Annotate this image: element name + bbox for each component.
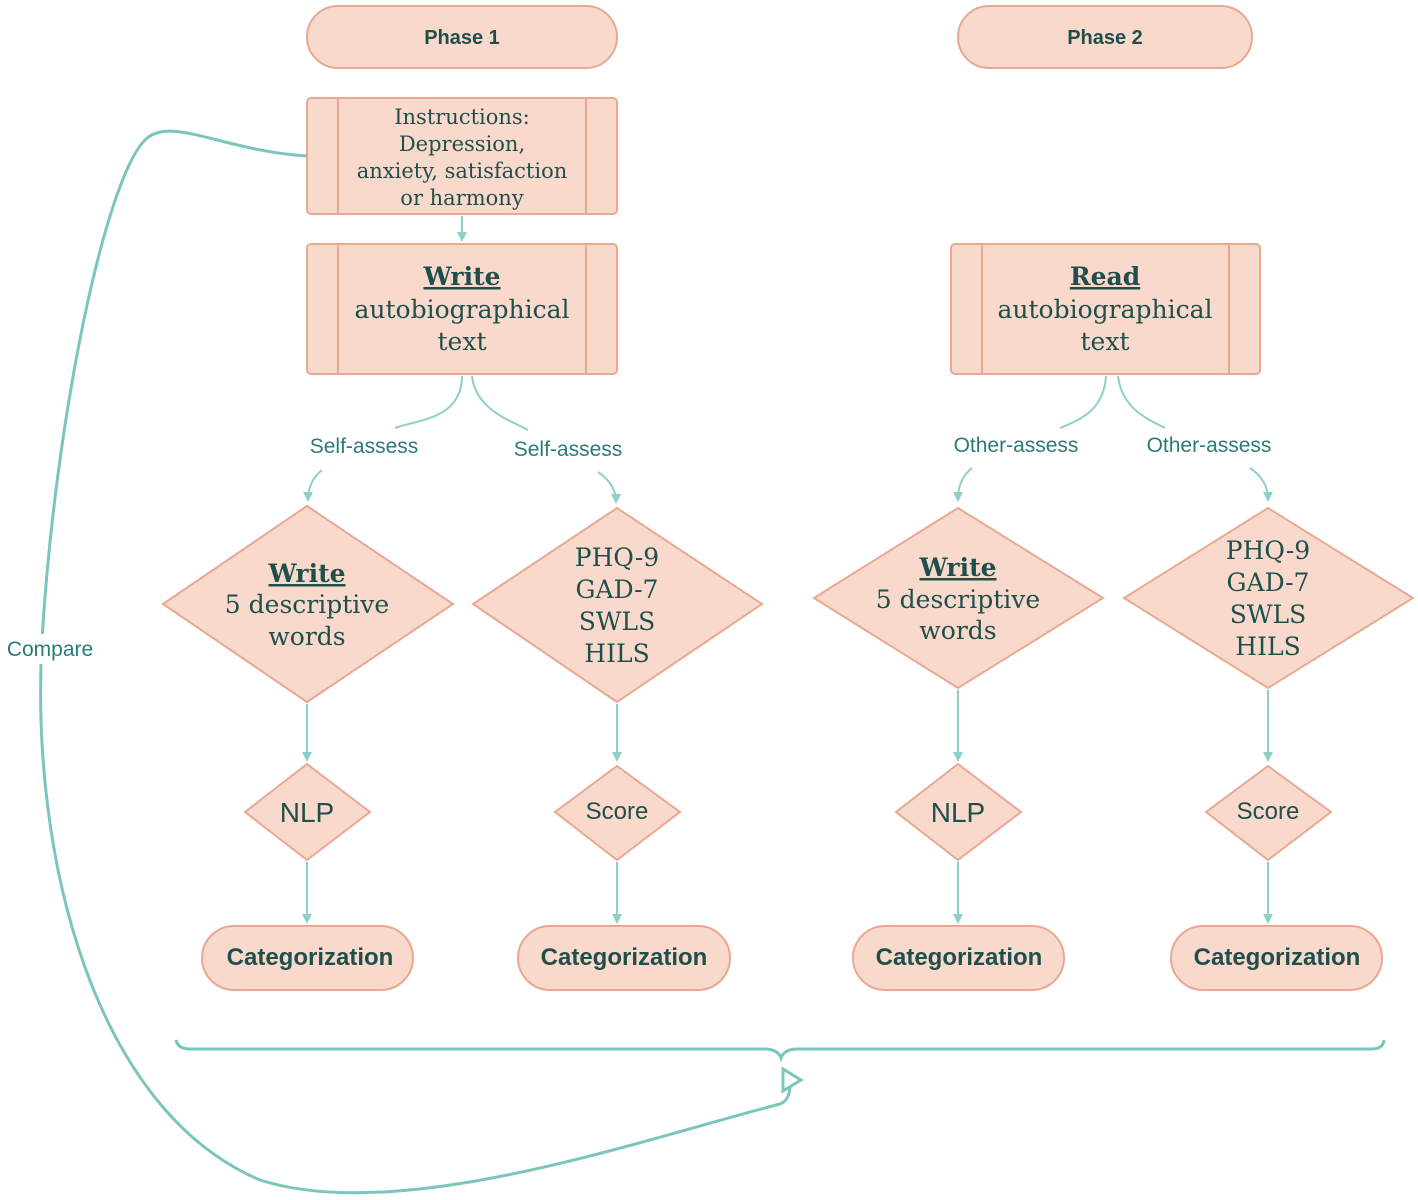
scale-phq9: PHQ-9 <box>575 543 659 572</box>
edge-label-self-assess-1: Self-assess <box>310 435 419 458</box>
connector-write-self-right-top <box>471 375 529 431</box>
instructions-line-2: Depression, <box>399 132 525 156</box>
connector-read-other-right-top <box>1117 375 1166 429</box>
words-decision-line-2: words <box>268 622 345 651</box>
nlp-label: NLP <box>280 797 334 828</box>
connector-write-self-left-top <box>394 375 463 429</box>
phase-1-label: Phase 1 <box>424 27 500 49</box>
words-decision-line-1: 5 descriptive <box>225 590 389 619</box>
write-text-line-2: text <box>438 327 487 356</box>
instructions-line-3: anxiety, satisfaction <box>357 159 568 183</box>
nlp-label: NLP <box>931 797 985 828</box>
scale-gad7: GAD-7 <box>576 575 659 604</box>
connector-read-other-left-bottom <box>953 467 973 502</box>
categorization-1: Categorization <box>201 925 414 991</box>
categorization-3: Categorization <box>852 925 1065 991</box>
edge-label-self-assess-2: Self-assess <box>514 438 623 461</box>
words-decision-phase-1: Write 5 descriptive words <box>161 504 455 704</box>
instructions-box: Instructions: Depression, anxiety, satis… <box>306 97 618 215</box>
words-decision-title: Write <box>267 559 345 588</box>
read-text-title: Read <box>1070 262 1140 291</box>
score-decision-phase-2: Score <box>1204 764 1333 862</box>
scale-swls: SWLS <box>579 607 656 636</box>
categorization-label: Categorization <box>876 944 1043 971</box>
read-text-line-1: autobiographical <box>997 295 1212 324</box>
nlp-decision-phase-2: NLP <box>894 762 1023 862</box>
phase-1-header: Phase 1 <box>306 5 618 69</box>
edge-label-compare: Compare <box>7 638 93 661</box>
words-decision-line-1: 5 descriptive <box>876 585 1040 614</box>
instructions-line-1: Instructions: <box>394 105 530 129</box>
write-text-line-1: autobiographical <box>354 295 569 324</box>
compare-arrowhead <box>781 1066 804 1094</box>
compare-label-background <box>0 634 98 664</box>
write-text-title: Write <box>422 262 500 291</box>
scale-hils: HILS <box>584 639 649 668</box>
score-label: Score <box>1237 798 1300 825</box>
score-decision-phase-1: Score <box>553 764 682 862</box>
scale-gad7: GAD-7 <box>1227 568 1310 597</box>
compare-connector <box>39 129 792 1195</box>
words-decision-title: Write <box>918 553 996 582</box>
categorization-label: Categorization <box>227 944 394 971</box>
scale-swls: SWLS <box>1230 600 1307 629</box>
edge-label-other-assess-2: Other-assess <box>1147 434 1272 457</box>
score-label: Score <box>586 798 649 825</box>
grouping-brace <box>174 1039 1386 1063</box>
scale-hils: HILS <box>1235 632 1300 661</box>
words-decision-line-2: words <box>919 616 996 645</box>
edge-label-other-assess-1: Other-assess <box>954 434 1079 457</box>
scales-decision-phase-2: PHQ-9 GAD-7 SWLS HILS <box>1122 506 1415 690</box>
nlp-decision-phase-1: NLP <box>243 762 372 862</box>
categorization-4: Categorization <box>1170 925 1383 991</box>
scale-phq9: PHQ-9 <box>1226 536 1310 565</box>
categorization-2: Categorization <box>517 925 731 991</box>
categorization-label: Categorization <box>541 944 708 971</box>
connector-write-self-right-bottom <box>597 471 621 504</box>
words-decision-phase-2: Write 5 descriptive words <box>812 506 1105 690</box>
instructions-line-4: or harmony <box>400 186 524 210</box>
connector-read-other-right-bottom <box>1249 467 1273 502</box>
connector-write-self-left-bottom <box>303 469 323 502</box>
scales-decision-phase-1: PHQ-9 GAD-7 SWLS HILS <box>471 506 764 704</box>
phase-2-header: Phase 2 <box>957 5 1253 69</box>
phase-2-label: Phase 2 <box>1067 27 1143 49</box>
connector-read-other-left-top <box>1059 375 1107 429</box>
write-text-box: Write autobiographical text <box>306 243 618 375</box>
read-text-box: Read autobiographical text <box>950 243 1261 375</box>
read-text-line-2: text <box>1081 327 1130 356</box>
categorization-label: Categorization <box>1194 944 1361 971</box>
